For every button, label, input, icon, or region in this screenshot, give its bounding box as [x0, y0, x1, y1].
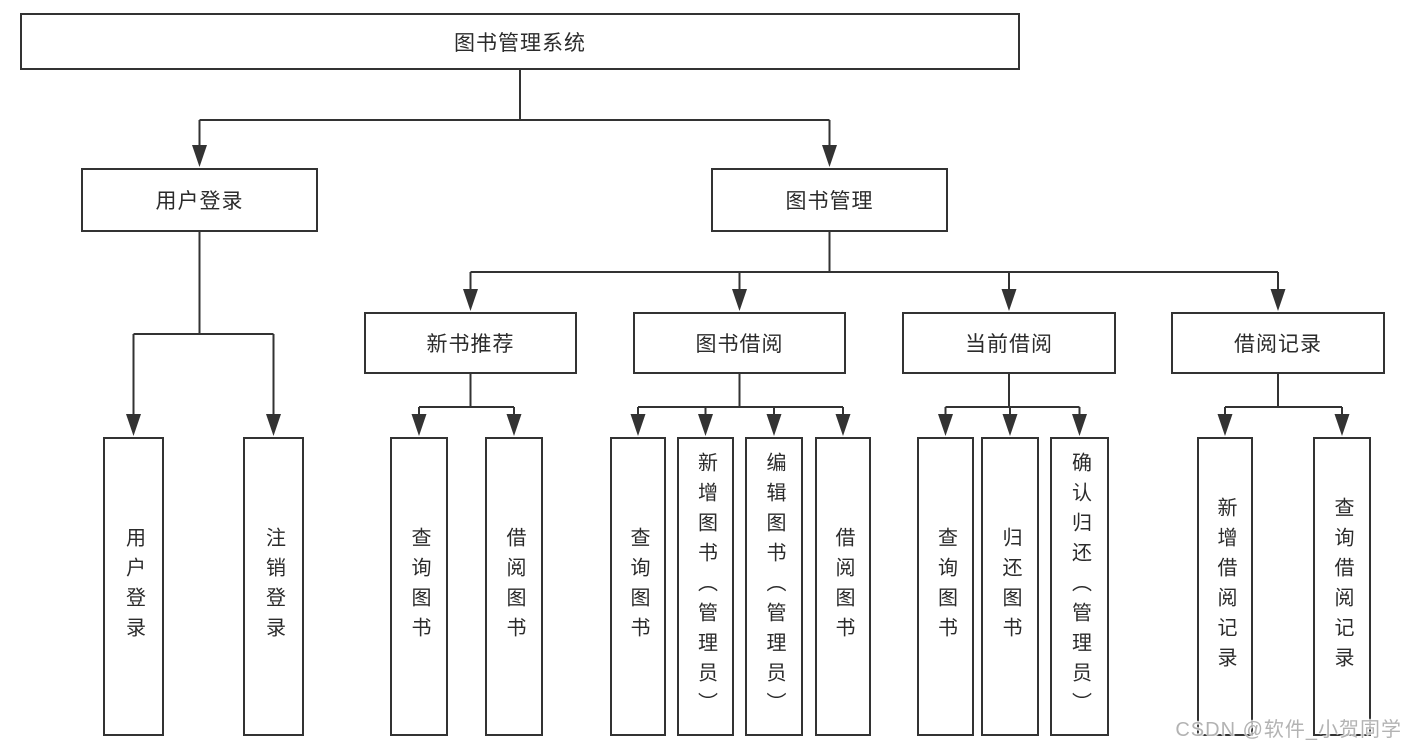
node-label: 查询借阅记录 — [1331, 496, 1353, 677]
leaf-return-book: 归还图书 — [981, 437, 1039, 736]
node-label: 归还图书 — [999, 526, 1021, 647]
leaf-edit-book-admin: 编辑图书（管理员） — [745, 437, 803, 736]
leaf-query-borrow-record: 查询借阅记录 — [1313, 437, 1371, 736]
csdn-watermark: CSDN @软件_小贺同学 — [1175, 719, 1402, 741]
node-new-book-recommend: 新书推荐 — [364, 312, 577, 374]
leaf-query-book-current: 查询图书 — [917, 437, 974, 736]
leaf-logout: 注销登录 — [243, 437, 304, 736]
node-book-borrowing: 图书借阅 — [633, 312, 846, 374]
leaf-add-book-admin: 新增图书（管理员） — [677, 437, 734, 736]
node-label: 查询图书 — [408, 526, 430, 647]
node-label: 用户登录 — [122, 526, 145, 647]
node-label: 查询图书 — [934, 526, 957, 647]
node-label: 借阅图书 — [832, 526, 854, 647]
leaf-query-book-borrowing: 查询图书 — [610, 437, 666, 736]
node-root-system: 图书管理系统 — [20, 13, 1020, 70]
node-book-management: 图书管理 — [711, 168, 948, 232]
node-label: 借阅记录 — [1234, 333, 1322, 356]
node-label: 注销登录 — [262, 526, 285, 647]
leaf-user-login: 用户登录 — [103, 437, 164, 736]
leaf-borrow-book-recommend: 借阅图书 — [485, 437, 543, 736]
node-label: 用户登录 — [155, 190, 244, 213]
node-label: 新增借阅记录 — [1214, 496, 1236, 677]
leaf-add-borrow-record: 新增借阅记录 — [1197, 437, 1253, 736]
leaf-query-book-recommend: 查询图书 — [390, 437, 448, 736]
node-label: 查询图书 — [627, 526, 649, 647]
leaf-borrow-book: 借阅图书 — [815, 437, 871, 736]
node-label: 借阅图书 — [503, 526, 525, 647]
node-label: 新增图书（管理员） — [694, 451, 717, 722]
leaf-confirm-return-admin: 确认归还（管理员） — [1050, 437, 1109, 736]
node-label: 图书借阅 — [695, 333, 784, 356]
node-label: 图书管理 — [785, 190, 874, 213]
node-user-login: 用户登录 — [81, 168, 318, 232]
arrowhead-icons — [126, 145, 1350, 436]
node-label: 新书推荐 — [426, 333, 515, 356]
node-label: 编辑图书（管理员） — [763, 451, 785, 722]
node-label: 图书管理系统 — [454, 31, 586, 55]
node-label: 当前借阅 — [965, 333, 1053, 356]
connector-lines — [132, 70, 1343, 415]
node-label: 确认归还（管理员） — [1068, 451, 1091, 722]
node-current-borrowing: 当前借阅 — [902, 312, 1116, 374]
node-borrow-records: 借阅记录 — [1171, 312, 1385, 374]
